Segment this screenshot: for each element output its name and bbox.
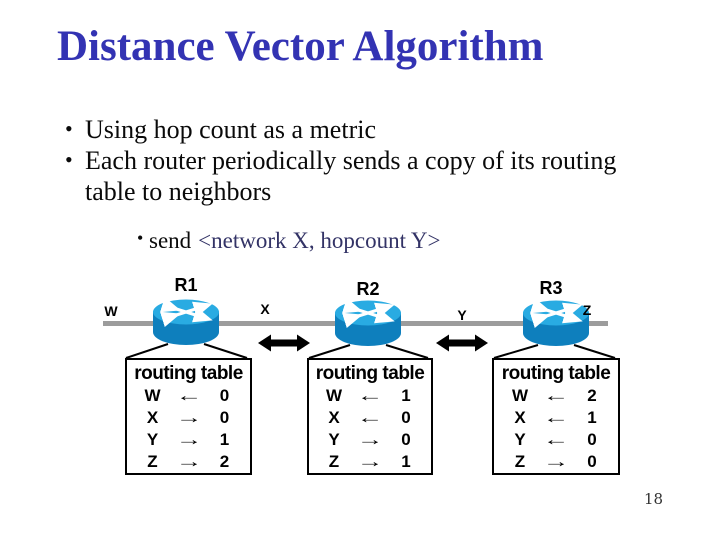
destination-label: Z xyxy=(328,452,340,471)
double-arrow-icon xyxy=(436,334,488,352)
direction-arrow-icon: → xyxy=(542,452,570,471)
hop-count-value: 2 xyxy=(219,452,230,471)
direction-arrow-icon: ← xyxy=(542,386,570,405)
routing-table-row: Z → 1 xyxy=(309,451,431,473)
routing-table-row: Y ← 0 xyxy=(494,429,618,451)
routing-table-row: Z → 0 xyxy=(494,451,618,473)
hop-count-value: 1 xyxy=(401,452,411,471)
routing-table-row: Y → 0 xyxy=(309,429,431,451)
direction-arrow-icon: ← xyxy=(175,386,202,405)
hop-count-value: 0 xyxy=(401,430,411,449)
destination-label: Z xyxy=(147,452,158,471)
destination-label: X xyxy=(146,408,159,427)
destination-label: Z xyxy=(514,452,526,471)
bullet-item: • Each router periodically sends a copy … xyxy=(62,145,692,207)
callout-line xyxy=(493,344,539,359)
hop-count-value: 0 xyxy=(219,386,230,405)
direction-arrow-icon: → xyxy=(175,408,202,427)
sub-bullet: • send<network X, hopcount Y> xyxy=(137,228,440,254)
destination-label: X xyxy=(328,408,340,427)
sub-bullet-send-text: send xyxy=(149,228,192,253)
network-label-x: X xyxy=(260,301,270,317)
destination-label: W xyxy=(144,386,161,405)
double-arrow-icon xyxy=(258,334,310,352)
routing-table-row: X → 0 xyxy=(127,407,250,429)
routing-table-title: routing table xyxy=(501,363,611,384)
router-icon xyxy=(335,301,401,347)
destination-label: X xyxy=(514,408,526,427)
bullet-dot-icon: • xyxy=(137,228,144,248)
callout-line xyxy=(385,344,429,359)
router-icon xyxy=(523,301,589,347)
callout-line xyxy=(203,343,248,359)
destination-label: W xyxy=(325,386,343,405)
bullet-dot-icon: • xyxy=(65,147,73,172)
destination-label: Y xyxy=(146,430,159,449)
callout-line xyxy=(125,343,169,359)
bullet-item: • Using hop count as a metric xyxy=(62,114,692,145)
page-number: 18 xyxy=(644,490,664,508)
hop-count-value: 0 xyxy=(587,452,597,471)
routing-table-row: W ← 2 xyxy=(494,385,618,407)
direction-arrow-icon: → xyxy=(175,430,202,449)
direction-arrow-icon: ← xyxy=(356,386,384,405)
hop-count-value: 0 xyxy=(219,408,230,427)
hop-count-value: 1 xyxy=(587,408,597,427)
callout-line xyxy=(308,344,351,359)
direction-arrow-icon: ← xyxy=(542,408,570,427)
hop-count-value: 1 xyxy=(219,430,230,449)
callout-lines xyxy=(125,343,616,359)
direction-arrow-icon: → xyxy=(175,452,202,471)
routing-table-row: W ← 1 xyxy=(309,385,431,407)
direction-arrow-icon: → xyxy=(356,452,384,471)
destination-label: Y xyxy=(514,430,526,449)
bullet-list: • Using hop count as a metric • Each rou… xyxy=(62,114,692,207)
bullet-text: Using hop count as a metric xyxy=(85,115,376,144)
network-diagram: R1 R2 R3 W X Y Z xyxy=(103,275,616,359)
callout-line xyxy=(573,344,616,359)
direction-arrow-icon: ← xyxy=(356,408,384,427)
routing-table-row: X ← 0 xyxy=(309,407,431,429)
router-label-r2: R2 xyxy=(356,279,379,299)
bullet-dot-icon: • xyxy=(65,116,73,141)
direction-arrow-icon: → xyxy=(356,430,384,449)
slide-title: Distance Vector Algorithm xyxy=(57,23,544,70)
direction-arrow-icon: ← xyxy=(542,430,570,449)
destination-label: W xyxy=(511,386,529,405)
network-label-y: Y xyxy=(457,307,467,323)
routing-table-title: routing table xyxy=(315,363,425,384)
hop-count-value: 1 xyxy=(401,386,411,405)
router-label-r3: R3 xyxy=(539,278,562,298)
destination-label: Y xyxy=(328,430,340,449)
hop-count-value: 2 xyxy=(587,386,597,405)
hop-count-value: 0 xyxy=(587,430,597,449)
network-label-w: W xyxy=(104,303,118,319)
routing-table-row: W ← 0 xyxy=(127,385,250,407)
network-label-z: Z xyxy=(583,302,592,318)
sub-bullet-message-text: <network X, hopcount Y> xyxy=(198,228,441,253)
hop-count-value: 0 xyxy=(401,408,411,427)
routing-table-row: X ← 1 xyxy=(494,407,618,429)
router-label-r1: R1 xyxy=(174,275,197,295)
router-icon xyxy=(153,300,219,346)
bullet-text-line: table to neighbors xyxy=(85,177,272,206)
routing-table-row: Y → 1 xyxy=(127,429,250,451)
routing-table-title: routing table xyxy=(134,363,243,384)
bullet-text-line: Each router periodically sends a copy of… xyxy=(85,146,617,175)
routing-table-row: Z → 2 xyxy=(127,451,250,473)
